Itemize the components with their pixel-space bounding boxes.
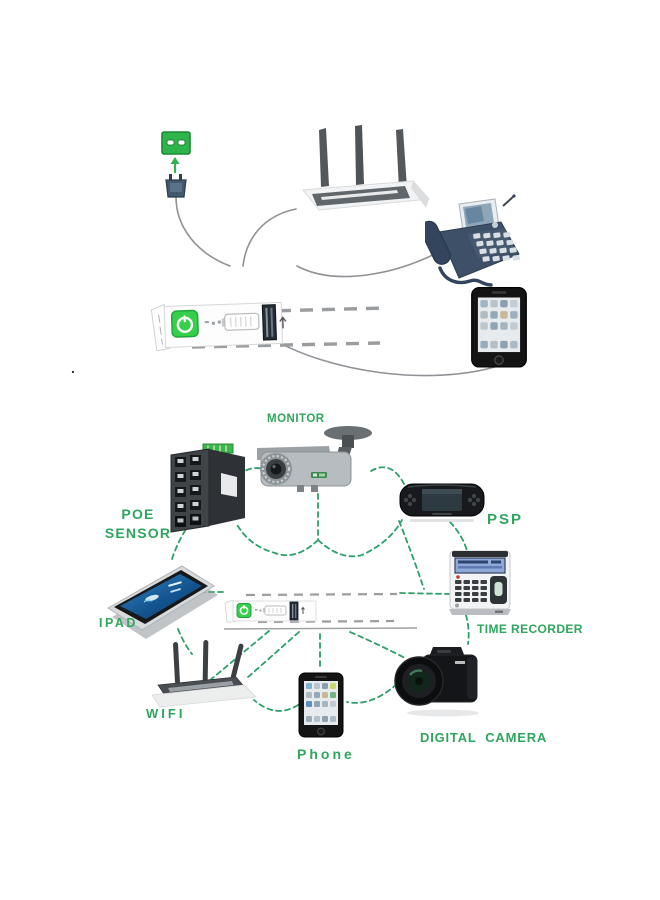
- usb-port-icon: [261, 304, 277, 341]
- dslr-camera-icon: [394, 647, 479, 717]
- camera-grip: [467, 657, 477, 699]
- link-inner-right: [317, 519, 403, 558]
- strip-markings: [204, 320, 221, 325]
- link-dslr-phone: [346, 683, 398, 704]
- home-button: [494, 355, 504, 365]
- tablet-screen: [120, 574, 202, 619]
- antenna: [355, 125, 364, 185]
- antenna: [319, 128, 329, 187]
- power-strip-hub-icon: [224, 599, 317, 623]
- poe-switch-icon: [170, 443, 245, 533]
- up-arrow-mark: [279, 316, 287, 329]
- cable-plug-to-hub: [175, 196, 231, 267]
- arrow-up-icon: [170, 157, 180, 174]
- battery-indicator: [224, 312, 260, 331]
- link-inner-left: [235, 522, 319, 557]
- link-hub-wifi-2: [246, 631, 300, 679]
- label-phone: Phone: [297, 746, 355, 762]
- power-socket-icon: [161, 131, 191, 155]
- power-button: [236, 603, 252, 618]
- usb-port-icon: [289, 601, 299, 621]
- power-button: [170, 309, 199, 338]
- link-camera-psp: [370, 466, 408, 491]
- link-hub-dslr: [349, 631, 406, 659]
- time-recorder-icon: [449, 550, 511, 615]
- app-grid: [306, 683, 336, 722]
- link-hub-timerecorder: [399, 592, 450, 595]
- ir-led-ring: [262, 455, 290, 483]
- cable-deskphone-to-hub: [296, 248, 445, 278]
- label-wifi: WIFI: [146, 706, 186, 721]
- link-phone-wifi: [253, 699, 299, 712]
- smartphone-icon: [298, 672, 344, 738]
- recorder-keypad: [455, 580, 487, 602]
- antenna: [396, 129, 407, 189]
- router-top-streak: [168, 681, 234, 692]
- phone-keypad: [473, 231, 520, 262]
- home-button: [317, 727, 325, 736]
- psp-screen: [422, 489, 462, 511]
- strip-baseline: [223, 627, 418, 630]
- psp-console-icon: [399, 483, 485, 522]
- router-base: [151, 684, 257, 708]
- power-plug-icon: [165, 174, 187, 198]
- label-time-recorder: TIME RECORDER: [477, 622, 583, 636]
- antenna: [229, 643, 244, 685]
- camera-mount-base: [324, 426, 372, 440]
- camera-brand-mark: [455, 661, 465, 664]
- label-poe-sensor: POE SENSOR: [86, 505, 190, 543]
- power-strip-icon: [149, 298, 291, 353]
- camera-lens: [270, 463, 282, 475]
- wifi-router-icon: [302, 125, 431, 211]
- strip-end-cap: [224, 599, 236, 623]
- cctv-camera-icon: [257, 426, 372, 492]
- wifi-router-icon: [151, 640, 257, 708]
- ethernet-ports: [175, 455, 201, 527]
- phone-antenna: [502, 195, 515, 207]
- smartphone-icon: [471, 286, 527, 368]
- link-timerecorder-dslr: [465, 614, 470, 645]
- battery-indicator: [264, 605, 287, 616]
- cable-lines: [175, 196, 499, 377]
- cable-router-to-hub: [242, 208, 297, 267]
- label-ipad: IPAD: [99, 616, 138, 630]
- desk-phone-icon: [425, 194, 520, 287]
- antenna: [173, 641, 180, 684]
- antenna: [202, 640, 209, 685]
- handset-cord: [438, 266, 493, 287]
- camera-reflection: [407, 709, 479, 717]
- socket-slot: [177, 139, 186, 146]
- strip-extent-dashes-bottom: [245, 592, 398, 624]
- app-grid: [480, 299, 518, 349]
- tablet-icon: [107, 565, 218, 639]
- status-led: [456, 575, 460, 579]
- psp-buttons: [467, 493, 481, 507]
- psp-dpad: [403, 493, 417, 507]
- link-ipad-wifi: [177, 628, 193, 655]
- label-poe-line2: SENSOR: [104, 525, 172, 541]
- stray-dot: .: [71, 360, 75, 376]
- fingerprint-window: [494, 582, 503, 596]
- link-psp-hub: [398, 520, 425, 590]
- phone-handset: [425, 220, 451, 265]
- label-psp: PSP: [487, 511, 524, 528]
- recorder-lcd: [454, 557, 506, 574]
- switch-label: [221, 473, 237, 497]
- network-dashed-links: [171, 466, 470, 712]
- label-digital-camera: DIGITAL CAMERA: [420, 730, 548, 745]
- label-monitor: MONITOR: [267, 413, 325, 425]
- cable-usb-to-smartphone: [266, 335, 499, 377]
- link-psp-timerecorder: [449, 521, 468, 552]
- socket-slot: [166, 139, 175, 146]
- label-poe-line1: POE: [121, 506, 155, 522]
